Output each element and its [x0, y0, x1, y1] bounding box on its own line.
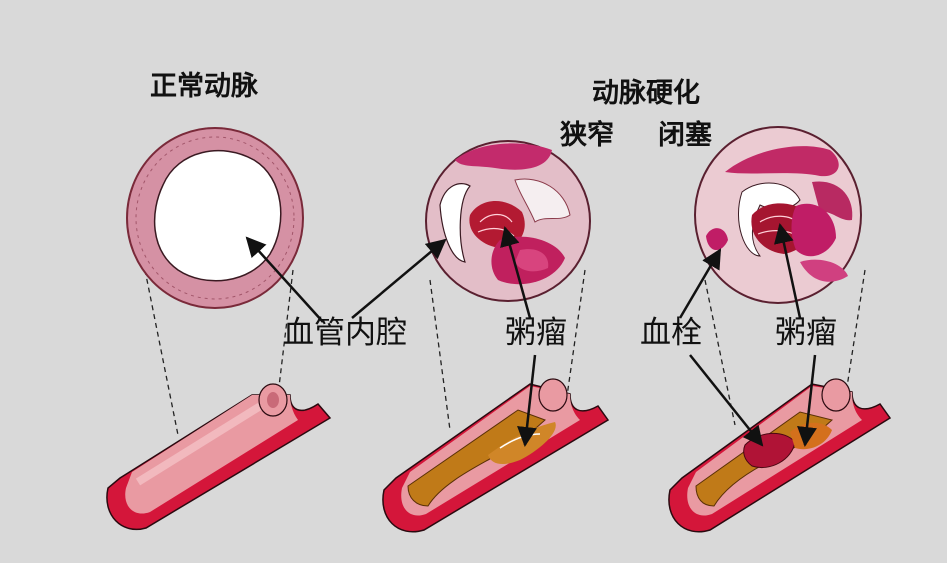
- arrow-plaque-2-cross: [774, 223, 802, 319]
- label-lumen: 血管内腔: [283, 315, 407, 351]
- arrow-plaque-cross: [500, 226, 532, 319]
- label-thrombus: 血栓: [640, 315, 702, 351]
- narrowed-artery-tube: [382, 378, 610, 533]
- normal-artery-tube: [106, 383, 332, 531]
- occluded-artery-cross-section: [694, 126, 862, 304]
- arrow-thrombus-cross: [678, 248, 722, 319]
- title-arteriosclerosis: 动脉硬化: [592, 78, 700, 109]
- arrow-lumen-normal: [245, 236, 324, 323]
- arrow-plaque-tube: [517, 354, 537, 447]
- arrow-plaque-2-tube: [797, 354, 817, 447]
- title-occlusion: 闭塞: [658, 120, 712, 151]
- title-narrowing: 狭窄: [560, 120, 614, 151]
- arrows: [245, 223, 817, 447]
- arrow-lumen-narrow: [351, 238, 447, 319]
- occluded-artery-tube: [668, 378, 892, 533]
- normal-artery-cross-section: [126, 127, 304, 309]
- label-plaque: 粥瘤: [505, 315, 567, 351]
- projection-lines: [144, 269, 866, 436]
- title-normal-artery: 正常动脉: [150, 71, 258, 102]
- narrowed-artery-cross-section: [425, 140, 591, 302]
- arrow-thrombus-tube: [689, 354, 764, 447]
- label-plaque-2: 粥瘤: [775, 315, 837, 351]
